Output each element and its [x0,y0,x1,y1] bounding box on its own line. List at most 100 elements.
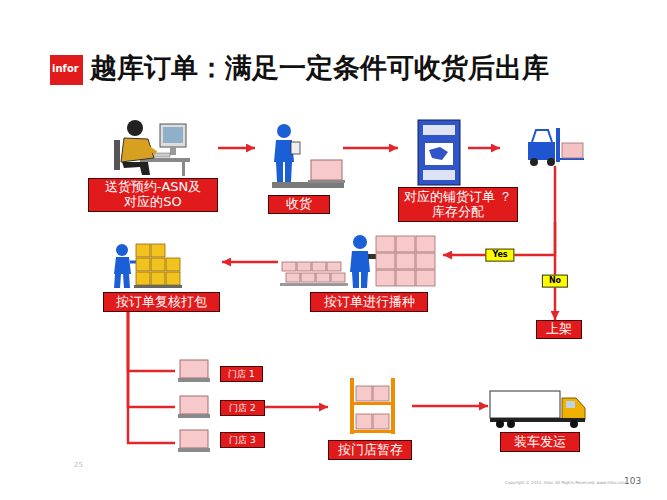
illustration-part [396,270,415,286]
illustration-part [130,261,136,264]
illustration-part [166,258,180,271]
packed-cartons [134,244,182,288]
illustration-part [312,262,326,271]
illustration-part [122,162,150,175]
logo-text: infor [52,63,79,74]
box-text: 送货预约-ASN及 对应的SO [92,180,214,210]
box-text: 门店 1 [228,369,255,379]
illustration-part [353,235,367,249]
illustration-part [144,145,156,153]
illustration-part [547,158,555,166]
flow-connector [554,222,557,320]
illustration-part [373,386,389,401]
sorting-boxes-left [280,262,348,286]
packing-worker [114,244,136,288]
store-pallets [178,360,210,452]
illustration-part [396,253,415,269]
box-text: 对应的铺货订单 ？ 库存分配 [402,190,514,220]
store-box: 门店 2 [220,400,265,416]
illustration-part [280,283,348,286]
illustration-part [166,272,180,285]
process-box-area: 装车发运 [488,386,588,452]
illustration-part [429,147,448,160]
illustration-part [311,160,342,180]
store-box: 门店 3 [220,432,265,448]
illustration-part [418,120,460,185]
illustration-part [530,158,538,166]
illustration-part [327,262,341,271]
illustration-part [114,274,130,288]
illustration-part [350,430,395,433]
illustration-part [368,254,376,259]
illustration-part [180,430,208,448]
decision-box: 对应的铺货订单 ？ 库存分配 [398,187,518,222]
illustration-part [556,128,560,162]
sorting-worker [350,235,376,288]
illustration-part [178,414,210,418]
process-box: 装车发运 [500,432,580,452]
illustration-part [114,257,131,274]
illustration-part [356,414,372,429]
illustration-part [416,253,435,269]
flow-connector [222,261,278,264]
illustration-part [136,244,150,257]
box-text: 按订单进行播种 [324,295,415,310]
illustration-part [490,391,560,418]
flow-line [555,166,556,222]
store-box-area: 门店 2 [175,392,265,422]
box-text: 上架 [546,322,572,337]
slide-title: 越库订单：满足一定条件可收货后出库 [90,50,549,86]
receiver-with-pallet [272,124,345,188]
illustration-part [350,251,370,272]
illustration-part [570,420,578,428]
illustration-part [423,125,455,135]
process-box: 送货预约-ASN及 对应的SO [88,178,218,212]
box-text: 收货 [286,197,312,212]
flow-connector [265,406,328,409]
box-text: 按订单复核打包 [116,295,207,310]
illustration-part [566,401,575,408]
illustration-part [178,378,210,382]
illustration-part [331,273,345,282]
illustration-part [170,147,176,155]
illustration-part [151,272,165,285]
process-box-area: 上架 [536,320,582,339]
illustration-part [178,448,210,452]
illustration-part [136,258,150,271]
illustration-part [468,147,500,150]
illustration-part [507,420,515,428]
illustration-part [376,253,395,269]
process-box: 按订单进行播种 [310,292,428,312]
truck [490,391,585,428]
logo-square [50,55,83,85]
illustration-part [114,140,120,170]
process-box-area: 按订单进行播种 [278,232,443,312]
illustration-part [297,262,311,271]
sorting-boxes-right [376,236,435,286]
illustration-part [316,273,330,282]
illustration-part [391,378,395,434]
process-box-area: 按订单复核打包 [100,238,222,312]
illustration-part [308,180,345,183]
process-box-area: 送货预约-ASN及 对应的SO [88,112,218,212]
box-text: 装车发运 [514,435,566,450]
staging-rack [350,378,395,434]
box-text: 按门店暂存 [338,443,403,458]
illustration-part [350,378,354,434]
branch-tag: No [542,275,568,288]
store-box-area: 门店 3 [175,428,265,458]
illustration-part [490,418,585,422]
illustration-part [416,236,435,252]
page-number: 25 [74,461,83,469]
illustration-part [134,285,182,288]
flow-connector [343,147,398,150]
server-rack [418,120,460,185]
process-box: 按订单复核打包 [103,292,220,312]
process-box-area: 收货 [255,118,343,214]
forklift [528,128,584,166]
store-box: 门店 1 [220,366,263,382]
illustration-part [136,272,150,285]
flow-arrow [468,148,500,149]
